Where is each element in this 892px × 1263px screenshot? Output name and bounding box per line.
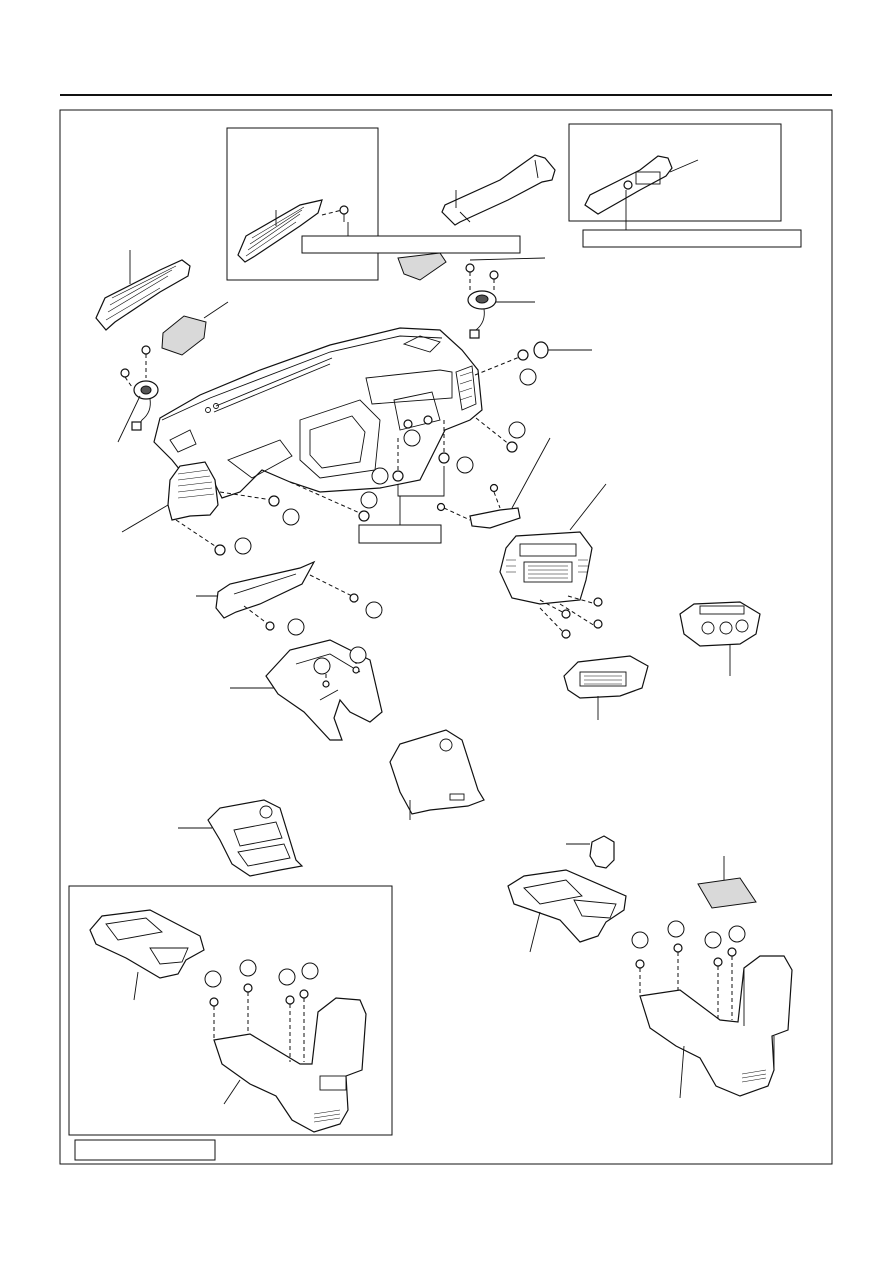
label-box-1: [301, 235, 521, 254]
inset-console-upper-panel: [89, 909, 205, 1001]
callout-4: [456, 456, 474, 474]
console-box-right: [635, 943, 793, 1099]
heater-control-panel-manual: [679, 601, 761, 676]
lower-instrument-panel-finish: [196, 560, 359, 631]
label-box-2: [582, 229, 802, 248]
callout-6: [360, 491, 378, 509]
side-register-left: [121, 461, 219, 533]
tweeter-speaker-left: [117, 345, 159, 443]
speaker-grille-right: [397, 252, 546, 281]
inset-box-right-pillar: [568, 123, 782, 222]
speaker-grille-left: [161, 301, 229, 356]
front-pillar-garnish-center: [441, 154, 556, 226]
callout-9: [365, 601, 383, 619]
console-box-mat: [697, 856, 757, 909]
fastener-group-dashboard: [175, 341, 592, 556]
callout-13: [204, 970, 222, 988]
center-cluster-finish-panel: [499, 483, 607, 639]
callout-1: [519, 368, 537, 386]
callout-16: [301, 962, 319, 980]
inset-pillar-garnish-right: [584, 155, 699, 230]
callout-15: [278, 968, 296, 986]
tweeter-speaker-right: [465, 263, 535, 339]
label-box-4: [74, 1139, 216, 1161]
front-pillar-garnish-left: [95, 250, 191, 331]
callout-2: [508, 421, 526, 439]
console-upper-panel-center: [389, 729, 485, 820]
heater-control-panel-auto: [563, 655, 649, 720]
callout-18: [667, 920, 685, 938]
console-upper-panel-shift: [507, 869, 627, 953]
callout-19: [704, 931, 722, 949]
instrument-panel: [153, 327, 483, 499]
center-lower-panel: [230, 639, 383, 741]
callout-3: [403, 429, 421, 447]
callout-10: [287, 618, 305, 636]
label-box-3: [358, 524, 442, 544]
inset-box-console-variant: [68, 885, 393, 1136]
inset-console-box: [209, 983, 367, 1133]
callout-11: [349, 646, 367, 664]
outer-frame: [59, 109, 833, 1165]
switch-bracket: [436, 437, 551, 529]
callout-8: [234, 537, 252, 555]
callout-14: [239, 959, 257, 977]
callout-5: [371, 467, 389, 485]
inset-pillar-garnish-left: [237, 199, 349, 263]
callout-17: [631, 931, 649, 949]
callout-12: [313, 657, 331, 675]
callout-7: [282, 508, 300, 526]
callout-20: [728, 925, 746, 943]
console-upper-panel-left: [178, 799, 304, 877]
inset-box-left-pillar: [226, 127, 379, 281]
shift-lever-knob: [566, 835, 615, 869]
